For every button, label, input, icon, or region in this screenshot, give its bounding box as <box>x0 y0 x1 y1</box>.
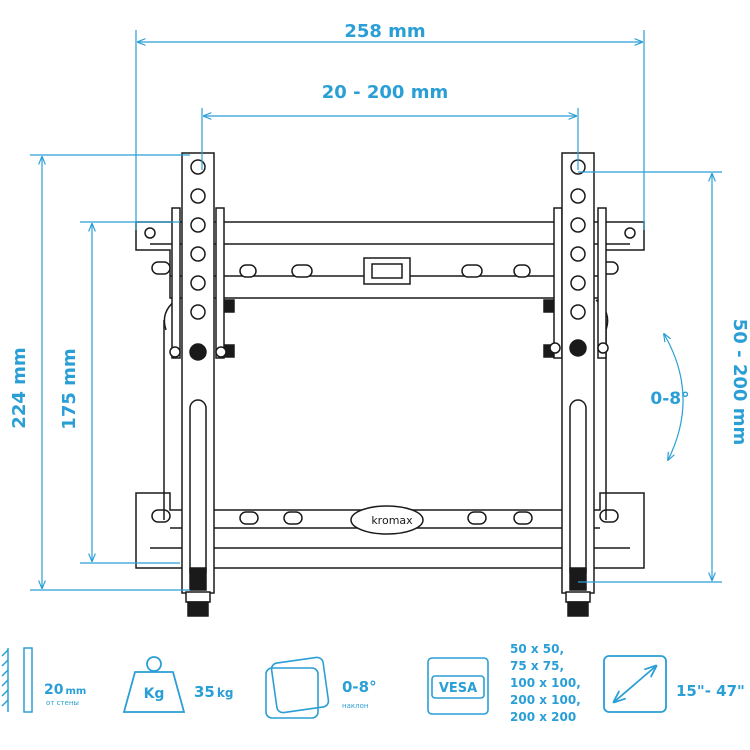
vesa-size: 200 x 100, <box>510 693 581 707</box>
label-overall-width: 258 mm <box>344 21 425 42</box>
tilt-note: наклон <box>342 702 368 710</box>
vesa-size: 75 x 75, <box>510 659 564 673</box>
screen-size-value: 15"- 47" <box>676 682 745 700</box>
vesa-size: 50 x 50, <box>510 642 564 656</box>
dimension-lines <box>30 30 722 591</box>
vesa-size: 100 x 100, <box>510 676 581 690</box>
brand-plate: kromax <box>350 505 424 535</box>
weight-icon <box>122 656 186 713</box>
weight-icon-label: Kg <box>144 686 165 702</box>
left-tv-arm <box>169 152 227 617</box>
vesa-icon <box>427 657 489 715</box>
label-overall-height: 224 mm <box>9 347 30 428</box>
svg-text:kromax: kromax <box>371 514 413 527</box>
wall-distance-note: от стены <box>46 699 79 707</box>
screen-size-icon <box>603 655 667 713</box>
label-vesa-horizontal: 20 - 200 mm <box>322 82 448 103</box>
tilt-icon <box>265 656 330 719</box>
label-tilt: 0-8° <box>650 389 689 409</box>
wall-distance-icon <box>1 647 33 713</box>
vesa-sizes-list: 50 x 50, 75 x 75, 100 x 100, 200 x 100, … <box>510 642 581 724</box>
tilt-value: 0-8° <box>342 678 377 696</box>
vesa-size: 200 x 200 <box>510 710 576 724</box>
label-plate-height: 175 mm <box>59 348 80 429</box>
right-tv-arm <box>549 152 609 617</box>
label-vesa-vertical: 50 - 200 mm <box>729 319 750 445</box>
vesa-icon-label: VESA <box>439 681 477 696</box>
